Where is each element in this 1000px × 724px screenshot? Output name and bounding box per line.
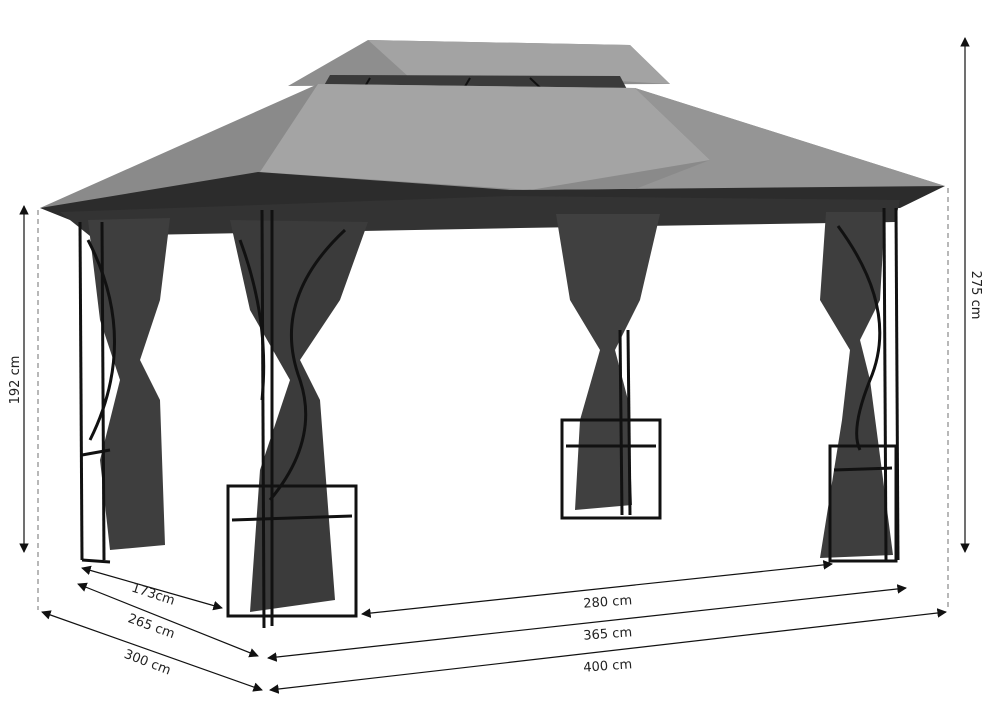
depth-inner-label: 173cm bbox=[130, 581, 177, 609]
depth-roof-label: 300 cm bbox=[122, 647, 173, 678]
width-roof-line bbox=[269, 608, 947, 694]
side-height-label: 192 cm bbox=[8, 356, 23, 405]
dimension-lines bbox=[19, 37, 970, 694]
width-inner-label: 280 cm bbox=[583, 593, 633, 611]
curtains bbox=[88, 212, 893, 612]
depth-frame-label: 265 cm bbox=[126, 611, 177, 642]
width-roof-label: 400 cm bbox=[583, 657, 633, 675]
depth-roof-line bbox=[41, 610, 263, 692]
gazebo-illustration bbox=[40, 40, 945, 629]
total-height-label: 275 cm bbox=[968, 271, 983, 320]
width-frame-label: 365 cm bbox=[583, 625, 633, 643]
frame bbox=[78, 207, 900, 629]
main-roof bbox=[40, 84, 945, 236]
